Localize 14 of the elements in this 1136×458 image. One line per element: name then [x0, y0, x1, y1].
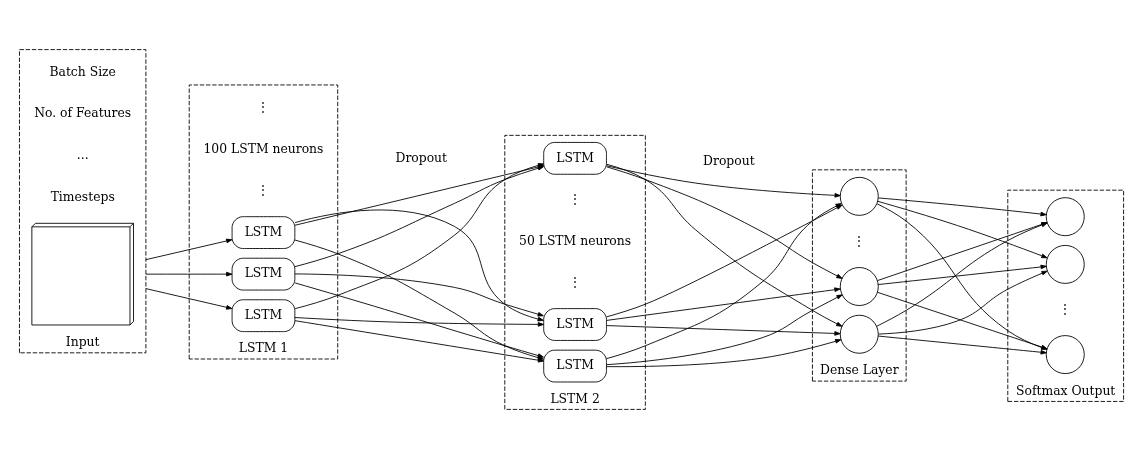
label: No. of Features [34, 105, 132, 120]
label: 100 LSTM neurons [203, 141, 324, 156]
label: Batch Size [49, 64, 116, 79]
label: ⋮ [569, 274, 582, 289]
label: ... [76, 147, 89, 162]
label: ⋮ [257, 99, 270, 114]
label: ⋮ [853, 233, 866, 248]
label: Dropout [395, 150, 448, 165]
label: 50 LSTM neurons [519, 233, 632, 248]
label: ⋮ [569, 191, 582, 206]
label: Dropout [703, 153, 755, 168]
label: ⋮ [257, 182, 270, 197]
label: Timesteps [50, 189, 115, 204]
label: ⋮ [1059, 301, 1072, 316]
